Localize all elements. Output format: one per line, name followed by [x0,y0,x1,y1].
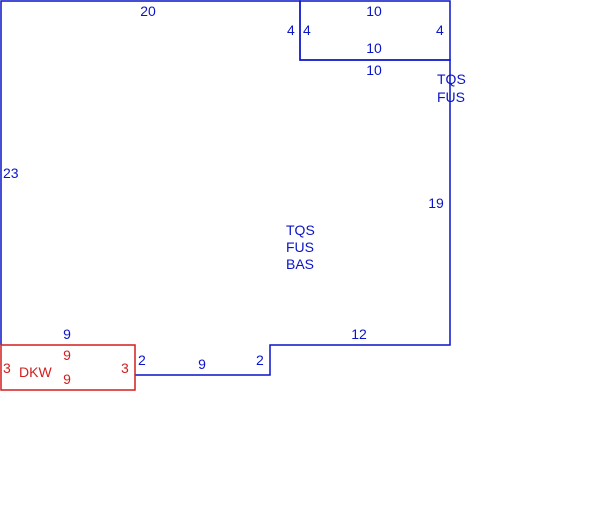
main-code-3: BAS [286,256,314,272]
dim-step-left: 2 [138,352,146,368]
dkw-area-outline [0,344,136,391]
dim-main-top: 20 [140,3,156,19]
dim-step-bottom: 9 [198,356,206,372]
dim-upper-right: 4 [436,22,444,38]
upper-area-outline [299,0,451,61]
dim-main-bottom-right: 12 [351,326,367,342]
dim-upper-bottom-inner: 10 [366,40,382,56]
dim-dkw-left: 3 [3,360,11,376]
dim-dkw-top: 9 [63,347,71,363]
dim-dkw-bottom: 9 [63,371,71,387]
dim-main-left: 23 [3,165,19,181]
upper-code-1: TQS [437,71,466,87]
dim-upper-left-outer: 4 [287,22,295,38]
dim-dkw-right: 3 [121,360,129,376]
dim-upper-left-inner: 4 [303,22,311,38]
main-code-1: TQS [286,222,315,238]
main-area-outline [0,0,451,376]
upper-code-2: FUS [437,89,465,105]
dim-step-right: 2 [256,352,264,368]
dkw-label: DKW [19,364,52,380]
dim-upper-top: 10 [366,3,382,19]
dim-upper-bottom-outer: 10 [366,62,382,78]
main-code-2: FUS [286,239,314,255]
dim-main-bottom-left: 9 [63,326,71,342]
dim-main-right: 19 [428,195,444,211]
